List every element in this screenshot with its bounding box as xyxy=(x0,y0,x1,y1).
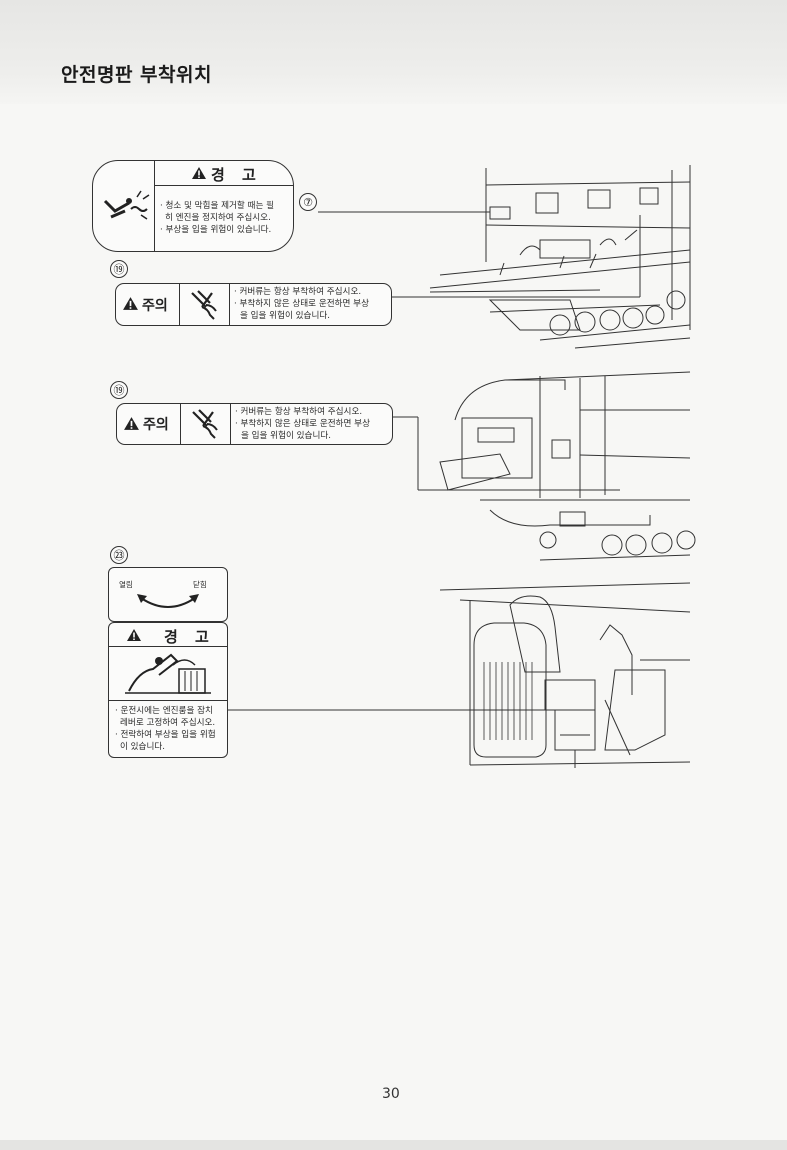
warning-triangle-icon xyxy=(192,167,206,179)
curved-double-arrow-icon xyxy=(137,594,199,608)
ref-number-7: ⑦ xyxy=(299,193,317,211)
caution-text-line: · 커버류는 항상 부착하여 주십시오. xyxy=(234,287,362,297)
page-title: 안전명판 부착위치 xyxy=(61,64,212,86)
warning-triangle-icon xyxy=(127,629,141,641)
entanglement-hazard-icon xyxy=(103,190,150,220)
open-close-indicator-label: 열림 닫힘 xyxy=(108,567,228,622)
caution-text-line: 을 입을 위험이 있습니다. xyxy=(241,431,331,441)
combine-side-illustration xyxy=(429,165,691,349)
combine-rear-illustration xyxy=(418,371,696,561)
engine-room-crush-hazard-icon xyxy=(125,653,211,694)
warning-text-line: 이 있습니다. xyxy=(120,742,165,752)
warning-text-line: · 운전시에는 엔진룸을 잠치 xyxy=(115,706,213,716)
bottom-band xyxy=(0,1140,787,1150)
warning-label-engine-room: 경 고 · 운전시에는 엔진룸을 잠치 레버로 고정하여 주십시오. · 전락하… xyxy=(108,622,228,758)
caution-triangle-icon xyxy=(123,297,138,310)
caution-label-cover-1: 주의 · 커버류는 항상 부착하여 주십시오. · 부착하지 않은 상태로 운전… xyxy=(115,283,392,326)
label-divider xyxy=(180,404,182,444)
label-divider xyxy=(230,404,232,444)
warning-header: 경 고 xyxy=(211,166,262,184)
hand-cut-hazard-icon xyxy=(191,290,217,320)
caution-text-line: 을 입을 위험이 있습니다. xyxy=(240,311,330,321)
caution-text-line: · 부착하지 않은 상태로 운전하면 부상 xyxy=(234,299,369,309)
warning-text-line: · 부상을 입을 위험이 있습니다. xyxy=(160,225,272,235)
warning-label-cleaning: 경 고 · 청소 및 막힘을 제거할 때는 필 히 엔진을 정지하여 주십시오.… xyxy=(92,160,294,252)
label-divider xyxy=(154,161,156,251)
header-band xyxy=(0,0,787,104)
label-divider xyxy=(109,700,227,702)
label-divider xyxy=(109,646,227,648)
warning-text-line: · 전락하여 부상을 입을 위험 xyxy=(115,730,216,740)
caution-header: 주의 xyxy=(142,298,168,314)
ref-number-19: ⑲ xyxy=(110,381,128,399)
label-divider xyxy=(154,185,293,187)
caution-label-cover-2: 주의 · 커버류는 항상 부착하여 주십시오. · 부착하지 않은 상태로 운전… xyxy=(116,403,393,445)
page-number: 30 xyxy=(382,1086,400,1102)
hand-cut-hazard-icon xyxy=(192,409,218,439)
label-divider xyxy=(179,284,181,325)
open-label: 열림 xyxy=(119,580,133,589)
operator-seat-illustration xyxy=(439,582,691,768)
warning-text-line: · 청소 및 막힘을 제거할 때는 필 xyxy=(160,201,274,211)
caution-triangle-icon xyxy=(124,417,139,430)
warning-text-line: 레버로 고정하여 주십시오. xyxy=(120,718,216,728)
ref-number-23: ㉓ xyxy=(110,546,128,564)
warning-header: 경 고 xyxy=(164,628,215,646)
close-label: 닫힘 xyxy=(193,580,207,589)
caution-text-line: · 커버류는 항상 부착하여 주십시오. xyxy=(235,407,363,417)
warning-text-line: 히 엔진을 정지하여 주십시오. xyxy=(165,213,271,223)
ref-number-19: ⑲ xyxy=(110,260,128,278)
caution-text-line: · 부착하지 않은 상태로 운전하면 부상 xyxy=(235,419,370,429)
label-divider xyxy=(229,284,231,325)
caution-header: 주의 xyxy=(143,417,169,433)
